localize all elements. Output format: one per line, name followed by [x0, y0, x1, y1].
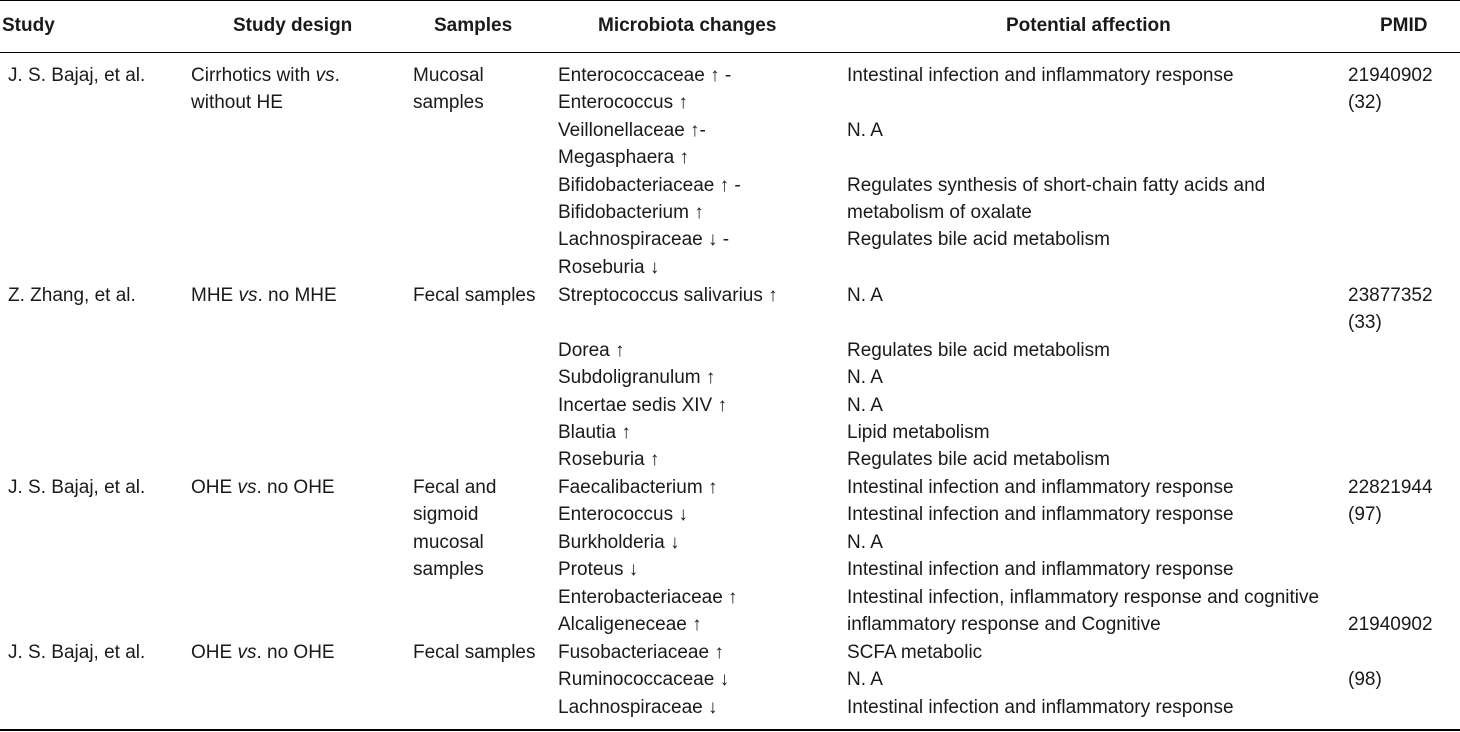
microbiota-item: Enterobacteriaceae ↑: [558, 586, 738, 608]
microbiota-item: Alcaligeneceae ↑: [558, 614, 702, 635]
microbiota-item: Dorea ↑: [558, 339, 625, 361]
pmid-line: (32): [1348, 92, 1382, 114]
affection-item: N. A: [847, 669, 883, 691]
microbiota-item: Streptococcus salivarius ↑: [558, 285, 778, 306]
study-design-cell: OHE vs. no OHE: [191, 474, 335, 501]
table-top-rule: [0, 0, 1460, 1]
samples-line: sigmoid: [413, 504, 479, 526]
study-design-text: . no OHE: [256, 477, 335, 498]
header-samples: Samples: [434, 15, 513, 36]
microbiota-item: Blautia ↑: [558, 422, 631, 443]
study-design-text: . no OHE: [256, 642, 335, 663]
affection-item: Intestinal infection and inflammatory re…: [847, 696, 1234, 718]
microbiota-item: Proteus ↓: [558, 559, 639, 581]
study-design-text: . no MHE: [257, 285, 337, 306]
header-study-design: Study design: [233, 15, 353, 36]
microbiota-item: Bifidobacteriaceae ↑ -: [558, 174, 741, 196]
pmid-line: 21940902: [1348, 614, 1433, 635]
microbiota-item: Enterococcus ↑: [558, 92, 688, 114]
affection-item: Regulates bile acid metabolism: [847, 339, 1110, 361]
pmid-line: (97): [1348, 504, 1382, 526]
microbiota-item: Faecalibacterium ↑: [558, 477, 718, 498]
study-design-vs: vs: [237, 477, 257, 498]
study-design-text: MHE: [191, 285, 239, 306]
study-design-text: OHE: [191, 642, 238, 663]
samples-line: Fecal samples: [413, 285, 536, 306]
study-design-vs: vs: [237, 642, 257, 663]
affection-item: Intestinal infection and inflammatory re…: [847, 504, 1234, 526]
table-header-rule: [0, 52, 1460, 53]
microbiota-item: Veillonellaceae ↑-: [558, 119, 706, 141]
microbiota-item: Subdoligranulum ↑: [558, 367, 716, 389]
study-design-cell: MHE vs. no MHE: [191, 282, 337, 309]
microbiota-item: Fusobacteriaceae ↑: [558, 642, 724, 663]
samples-line: Fecal and: [413, 477, 497, 498]
study-design-text: .: [334, 65, 340, 86]
study-design-vs: vs: [238, 285, 258, 306]
affection-item: Regulates synthesis of short-chain fatty…: [847, 174, 1266, 196]
pmid-line: 23877352: [1348, 285, 1433, 306]
affection-item: Intestinal infection and inflammatory re…: [847, 65, 1234, 86]
study-design-line: without HE: [191, 92, 283, 114]
affection-item: N. A: [847, 531, 883, 553]
samples-line: Fecal samples: [413, 642, 536, 663]
microbiota-item: Enterococcaceae ↑ -: [558, 65, 732, 86]
study-cell: Z. Zhang, et al.: [8, 285, 136, 306]
header-pmid: PMID: [1380, 15, 1428, 36]
study-design-cell: OHE vs. no OHE: [191, 639, 335, 666]
study-design-text: OHE: [191, 477, 238, 498]
microbiota-item: Roseburia ↓: [558, 256, 660, 278]
header-study: Study: [2, 15, 55, 36]
affection-item: N. A: [847, 367, 883, 389]
samples-line: samples: [413, 559, 484, 581]
samples-line: samples: [413, 92, 484, 114]
affection-item: SCFA metabolic: [847, 642, 983, 663]
microbiota-item: Bifidobacterium ↑: [558, 202, 704, 223]
affection-item: Lipid metabolism: [847, 422, 990, 443]
affection-item: Regulates bile acid metabolism: [847, 449, 1110, 471]
affection-item: Intestinal infection, inflammatory respo…: [847, 586, 1320, 608]
pmid-line: 22821944: [1348, 477, 1433, 498]
affection-item: N. A: [847, 285, 883, 306]
microbiota-item: Incertae sedis XIV ↑: [558, 394, 727, 416]
microbiota-item: Roseburia ↑: [558, 449, 660, 471]
affection-item: Intestinal infection and inflammatory re…: [847, 477, 1234, 498]
header-potential-affection: Potential affection: [1006, 15, 1171, 36]
affection-item: inflammatory response and Cognitive: [847, 614, 1161, 635]
pmid-line: 21940902: [1348, 65, 1433, 86]
affection-item: Regulates bile acid metabolism: [847, 229, 1110, 251]
microbiota-item: Ruminococcaceae ↓: [558, 669, 730, 691]
pmid-line: (98): [1348, 669, 1382, 691]
microbiota-item: Megasphaera ↑: [558, 147, 689, 169]
microbiota-item: Lachnospiraceae ↓: [558, 696, 718, 718]
study-design-cell: Cirrhotics with vs.: [191, 62, 340, 89]
affection-item: N. A: [847, 119, 883, 141]
study-design-text: Cirrhotics with: [191, 65, 316, 86]
affection-item: metabolism of oxalate: [847, 202, 1032, 223]
pmid-line: (33): [1348, 312, 1382, 334]
microbiota-item: Enterococcus ↓: [558, 504, 688, 526]
microbiota-item: Lachnospiraceae ↓ -: [558, 229, 730, 251]
study-cell: J. S. Bajaj, et al.: [8, 477, 146, 498]
study-cell: J. S. Bajaj, et al.: [8, 65, 146, 86]
samples-line: Mucosal: [413, 65, 484, 86]
samples-line: mucosal: [413, 531, 484, 553]
microbiota-item: Burkholderia ↓: [558, 531, 680, 553]
header-microbiota-changes: Microbiota changes: [598, 15, 777, 36]
study-cell: J. S. Bajaj, et al.: [8, 642, 146, 663]
table-bottom-rule: [0, 729, 1460, 731]
affection-item: N. A: [847, 394, 883, 416]
affection-item: Intestinal infection and inflammatory re…: [847, 559, 1234, 581]
study-design-vs: vs: [315, 65, 335, 86]
